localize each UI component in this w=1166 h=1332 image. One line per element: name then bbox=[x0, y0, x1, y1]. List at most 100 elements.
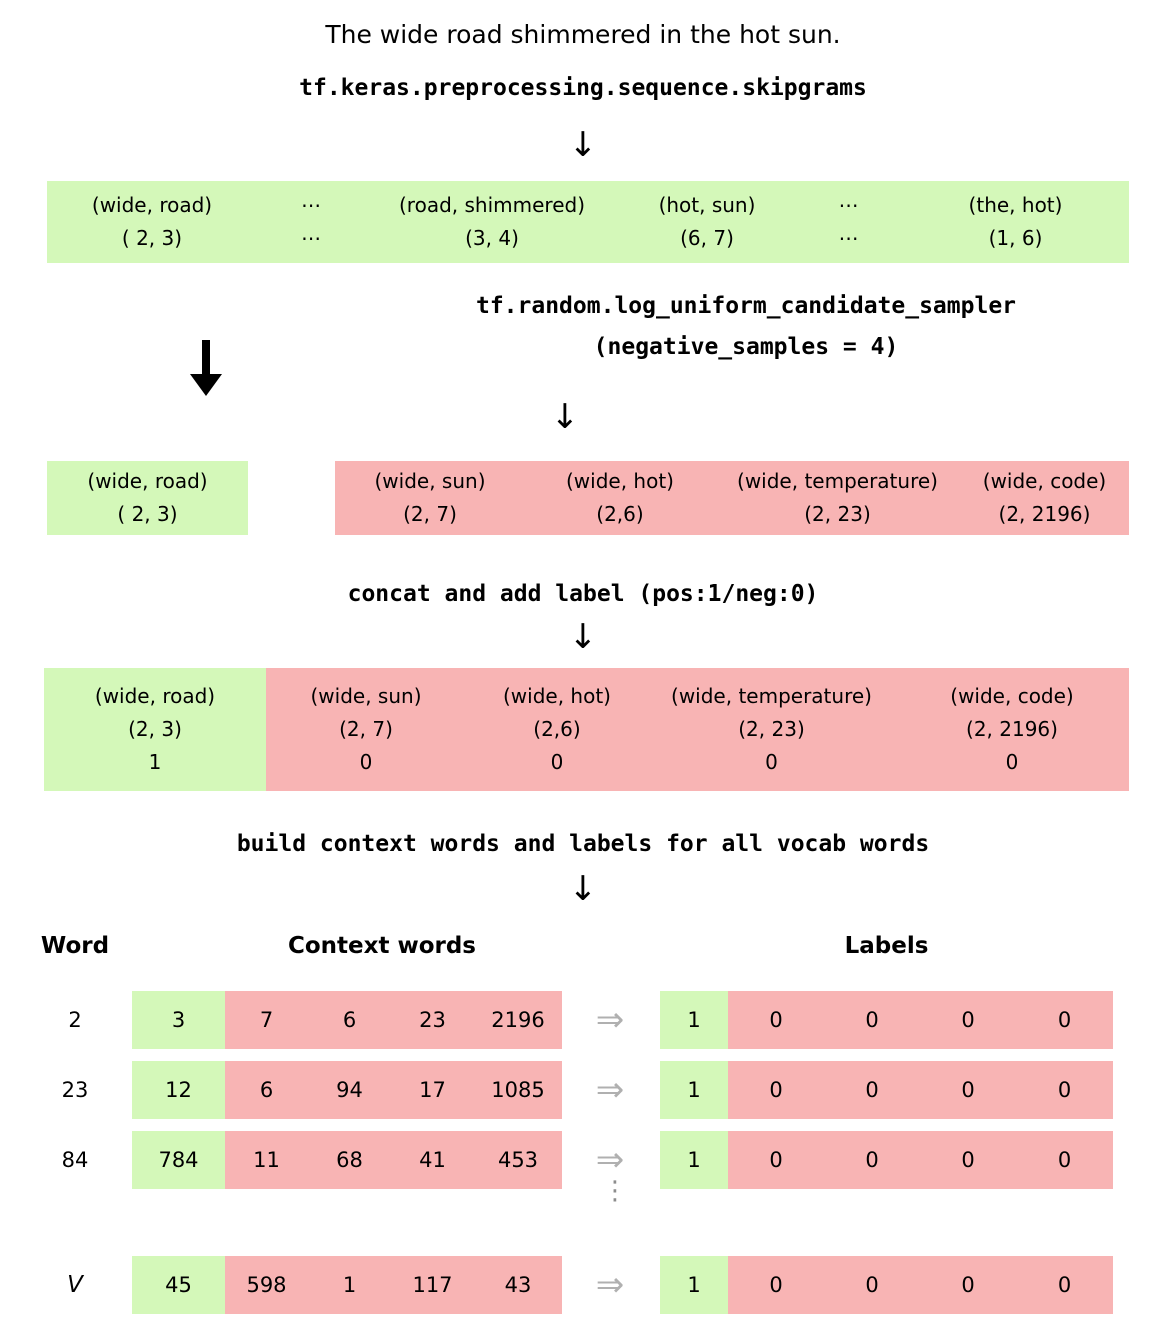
label-cell-negative: 0 bbox=[824, 1061, 920, 1119]
negative-index: (2, 2196) bbox=[998, 502, 1091, 526]
row-word-value: 23 bbox=[61, 1078, 89, 1102]
context-cell-negative: 68 bbox=[308, 1131, 391, 1189]
skipgram-cell-ellipsis: ⋯ ⋯ bbox=[797, 181, 902, 263]
skipgram-pair: (hot, sun) bbox=[658, 193, 756, 217]
label-cell-negative: 0 bbox=[1016, 991, 1113, 1049]
label-cell-negative: 0 bbox=[1016, 1256, 1113, 1314]
ellipsis-icon: ⋯ bbox=[838, 226, 861, 250]
column-header-word: Word bbox=[40, 933, 110, 959]
concat-pair: (wide, road) bbox=[94, 684, 216, 708]
label-cell-negative: 0 bbox=[920, 1256, 1016, 1314]
context-cell-negative: 6 bbox=[225, 1061, 308, 1119]
label-cell-negative: 0 bbox=[920, 1061, 1016, 1119]
implies-arrow-icon: ⇒ bbox=[595, 1070, 625, 1110]
context-cell-negative: 11 bbox=[225, 1131, 308, 1189]
skipgram-cell: (road, shimmered) (3, 4) bbox=[367, 181, 617, 263]
concat-pair: (wide, code) bbox=[950, 684, 1074, 708]
context-words-row: 12 6 94 17 1085 bbox=[132, 1061, 562, 1119]
negative-sample-cell: (wide, temperature) (2, 23) bbox=[715, 461, 960, 535]
context-cell-negative: 117 bbox=[391, 1256, 474, 1314]
negative-sample-cell: (wide, sun) (2, 7) bbox=[335, 461, 525, 535]
context-cell-negative: 1 bbox=[308, 1256, 391, 1314]
sampler-negative-samples-label: (negative_samples = 4) bbox=[593, 334, 899, 360]
concat-cell-negative: (wide, sun) (2, 7) 0 bbox=[266, 668, 466, 791]
concat-pair: (wide, temperature) bbox=[671, 684, 872, 708]
negative-pair: (wide, sun) bbox=[374, 469, 486, 493]
column-header-context-words: Context words bbox=[287, 933, 477, 959]
ellipsis-icon: ⋯ bbox=[301, 226, 323, 250]
label-cell-negative: 0 bbox=[824, 991, 920, 1049]
skipgram-cell-ellipsis: ⋯ ⋯ bbox=[257, 181, 367, 263]
concat-band: (wide, road) (2, 3) 1 (wide, sun) (2, 7)… bbox=[44, 668, 1129, 791]
skipgram-pair: (the, hot) bbox=[968, 193, 1063, 217]
skipgram-pairs-band: (wide, road) ( 2, 3) ⋯ ⋯ (road, shimmere… bbox=[47, 181, 1129, 263]
skipgram-index: ( 2, 3) bbox=[121, 226, 183, 250]
context-cell-negative: 23 bbox=[391, 991, 474, 1049]
negative-sample-cell: (wide, hot) (2,6) bbox=[525, 461, 715, 535]
label-cell-negative: 0 bbox=[1016, 1131, 1113, 1189]
context-cell-negative: 41 bbox=[391, 1131, 474, 1189]
skipgram-index: (6, 7) bbox=[680, 226, 734, 250]
context-cell-negative: 453 bbox=[474, 1131, 562, 1189]
context-words-row: 784 11 68 41 453 bbox=[132, 1131, 562, 1189]
labels-row: 1 0 0 0 0 bbox=[660, 1061, 1113, 1119]
label-cell-negative: 0 bbox=[728, 1131, 824, 1189]
negative-index: (2, 23) bbox=[804, 502, 871, 526]
negative-pair: (wide, code) bbox=[982, 469, 1107, 493]
concat-index: (2, 3) bbox=[128, 717, 182, 741]
concat-label: 0 bbox=[1005, 750, 1019, 774]
row-word-value: V bbox=[67, 1272, 83, 1298]
row-word-value: 2 bbox=[68, 1008, 82, 1032]
vertical-ellipsis-icon: ⋮ bbox=[602, 1176, 628, 1206]
negative-pair: (wide, hot) bbox=[566, 469, 674, 493]
concat-pair: (wide, sun) bbox=[310, 684, 422, 708]
arrow-head bbox=[190, 374, 222, 396]
sampler-function-label: tf.random.log_uniform_candidate_sampler bbox=[475, 293, 1017, 319]
concat-cell-negative: (wide, code) (2, 2196) 0 bbox=[895, 668, 1129, 791]
label-cell-negative: 0 bbox=[824, 1131, 920, 1189]
context-cell-negative: 43 bbox=[474, 1256, 562, 1314]
context-cell-negative: 94 bbox=[308, 1061, 391, 1119]
context-words-row: 3 7 6 23 2196 bbox=[132, 991, 562, 1049]
skipgram-cell: (the, hot) (1, 6) bbox=[902, 181, 1129, 263]
labels-row: 1 0 0 0 0 bbox=[660, 991, 1113, 1049]
positive-sample-box: (wide, road) ( 2, 3) bbox=[47, 461, 248, 535]
negative-sample-cell: (wide, code) (2, 2196) bbox=[960, 461, 1129, 535]
context-cell-negative: 17 bbox=[391, 1061, 474, 1119]
context-cell-positive: 12 bbox=[132, 1061, 225, 1119]
label-cell-negative: 0 bbox=[1016, 1061, 1113, 1119]
arrow-down-icon-3: ↓ bbox=[568, 617, 598, 657]
column-header-labels: Labels bbox=[844, 933, 929, 959]
skipgrams-function-label: tf.keras.preprocessing.sequence.skipgram… bbox=[299, 75, 867, 101]
build-step-label: build context words and labels for all v… bbox=[236, 831, 930, 857]
context-cell-negative: 7 bbox=[225, 991, 308, 1049]
negative-pair: (wide, temperature) bbox=[737, 469, 938, 493]
context-cell-negative: 6 bbox=[308, 991, 391, 1049]
positive-sample-cell: (wide, road) ( 2, 3) bbox=[47, 461, 248, 535]
label-cell-negative: 0 bbox=[920, 1131, 1016, 1189]
concat-cell-negative: (wide, hot) (2,6) 0 bbox=[466, 668, 648, 791]
labels-row: 1 0 0 0 0 bbox=[660, 1256, 1113, 1314]
context-cell-negative: 1085 bbox=[474, 1061, 562, 1119]
label-cell-negative: 0 bbox=[728, 991, 824, 1049]
ellipsis-icon: ⋯ bbox=[301, 193, 323, 217]
labels-row: 1 0 0 0 0 bbox=[660, 1131, 1113, 1189]
skipgram-index: (3, 4) bbox=[465, 226, 519, 250]
skipgram-pair: (wide, road) bbox=[91, 193, 213, 217]
concat-label: 1 bbox=[148, 750, 162, 774]
concat-index: (2,6) bbox=[533, 717, 581, 741]
implies-arrow-icon: ⇒ bbox=[595, 1000, 625, 1040]
negative-index: (2,6) bbox=[596, 502, 644, 526]
concat-label: 0 bbox=[550, 750, 564, 774]
implies-arrow-icon: ⇒ bbox=[595, 1140, 625, 1180]
page-title: The wide road shimmered in the hot sun. bbox=[325, 20, 841, 49]
concat-index: (2, 7) bbox=[339, 717, 393, 741]
negative-samples-box: (wide, sun) (2, 7) (wide, hot) (2,6) (wi… bbox=[335, 461, 1129, 535]
context-cell-positive: 45 bbox=[132, 1256, 225, 1314]
implies-arrow-icon: ⇒ bbox=[595, 1265, 625, 1305]
context-cell-positive: 784 bbox=[132, 1131, 225, 1189]
skipgram-cell: (wide, road) ( 2, 3) bbox=[47, 181, 257, 263]
skipgram-pair: (road, shimmered) bbox=[399, 193, 585, 217]
concat-pair: (wide, hot) bbox=[503, 684, 611, 708]
positive-pair: (wide, road) bbox=[87, 469, 208, 493]
